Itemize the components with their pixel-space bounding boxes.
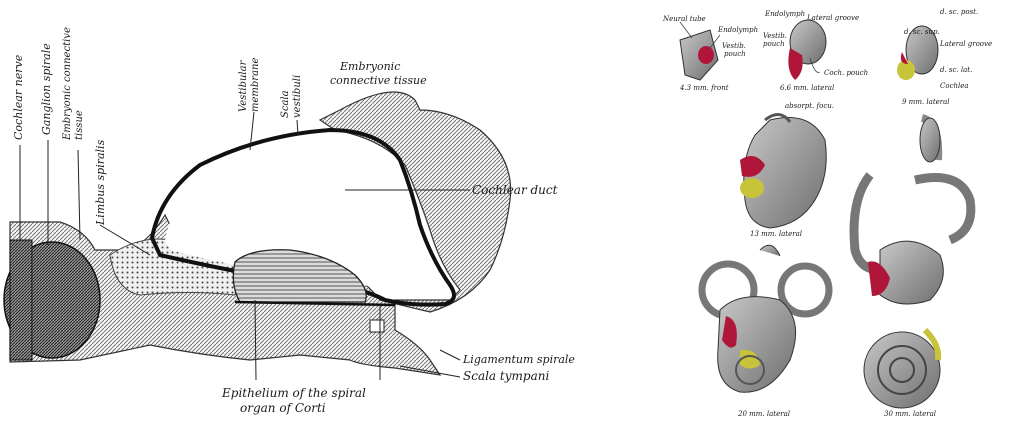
label-vestibular-membrane-2: membrane — [250, 58, 261, 112]
label-endolymph-a: Endolymph — [717, 26, 758, 34]
cochlear-duct-drawing: Cochlear nerve Ganglion spirale Embryoni… — [0, 0, 630, 438]
label-d-sc-sup: d. sc. sup. — [904, 28, 940, 36]
label-coch-pouch: Coch. pouch — [824, 69, 868, 77]
label-vestibular-membrane-1: Vestibular — [238, 59, 249, 112]
caption-13mm: 13 mm. lateral — [750, 230, 802, 238]
caption-9mm: 9 mm. lateral — [902, 98, 950, 106]
label-scala-tympani: Scala tympani — [463, 369, 549, 383]
label-scala-vestibuli-2: vestibuli — [292, 75, 303, 118]
caption-4-3mm: 4.3 mm. front — [679, 84, 729, 92]
label-d-sc-post: d. sc. post. — [940, 8, 978, 16]
label-embryonic-top-2: connective tissue — [330, 74, 427, 87]
scala-tympani-space — [370, 320, 384, 332]
label-epithelium-2: organ of Corti — [240, 401, 326, 415]
label-neural-tube: Neural tube — [662, 15, 706, 23]
stage-4-3mm — [680, 22, 720, 80]
inner-ear-stages-drawing: Neural tube Endolymph Vestib. pouch 4.3 … — [640, 0, 1010, 438]
label-cochlear-duct: Cochlear duct — [472, 183, 558, 197]
label-scala-vestibuli-1: Scala — [280, 90, 291, 118]
inner-ear-development-figure: Neural tube Endolymph Vestib. pouch 4.3 … — [640, 0, 1010, 438]
label-lateral-groove-b: Lateral groove — [806, 14, 859, 22]
label-ganglion-spirale: Ganglion spirale — [40, 43, 53, 135]
label-embryonic-top-1: Embryonic — [339, 60, 400, 73]
label-d-sc-lat: d. sc. lat. — [940, 66, 972, 74]
label-embryonic-ct-1: Embryonic connective — [62, 27, 73, 141]
stage-6-6mm — [788, 20, 826, 80]
caption-20mm: 20 mm. lateral — [737, 410, 790, 418]
label-vestib-pouch-b1: Vestib. — [763, 32, 787, 40]
label-vestib-pouch-a2: pouch — [724, 50, 746, 58]
stage-30mm — [854, 118, 971, 408]
label-limbus-spiralis: Limbus spiralis — [94, 139, 107, 226]
label-cochlea: Cochlea — [940, 82, 969, 90]
label-absorpt-focu: absorpt. focu. — [785, 102, 834, 110]
cochlear-duct-section-figure: Cochlear nerve Ganglion spirale Embryoni… — [0, 0, 630, 438]
caption-6-6mm: 6.6 mm. lateral — [780, 84, 834, 92]
caption-30mm: 30 mm. lateral — [884, 410, 936, 418]
label-vestib-pouch-b2: pouch — [763, 40, 785, 48]
label-ligamentum-spirale: Ligamentum spirale — [462, 353, 575, 366]
label-epithelium-1: Epithelium of the spiral — [221, 386, 366, 400]
label-endolymph-b: Endolymph — [764, 10, 805, 18]
stage-20mm — [702, 245, 829, 392]
label-lateral-groove-c: Lateral groove — [939, 40, 992, 48]
label-vestib-pouch-a1: Vestib. — [722, 42, 746, 50]
label-embryonic-ct-2: tissue — [74, 110, 85, 140]
cochlear-nerve-bundle — [10, 240, 32, 360]
stage-13mm — [740, 114, 826, 228]
label-cochlear-nerve: Cochlear nerve — [12, 54, 25, 140]
